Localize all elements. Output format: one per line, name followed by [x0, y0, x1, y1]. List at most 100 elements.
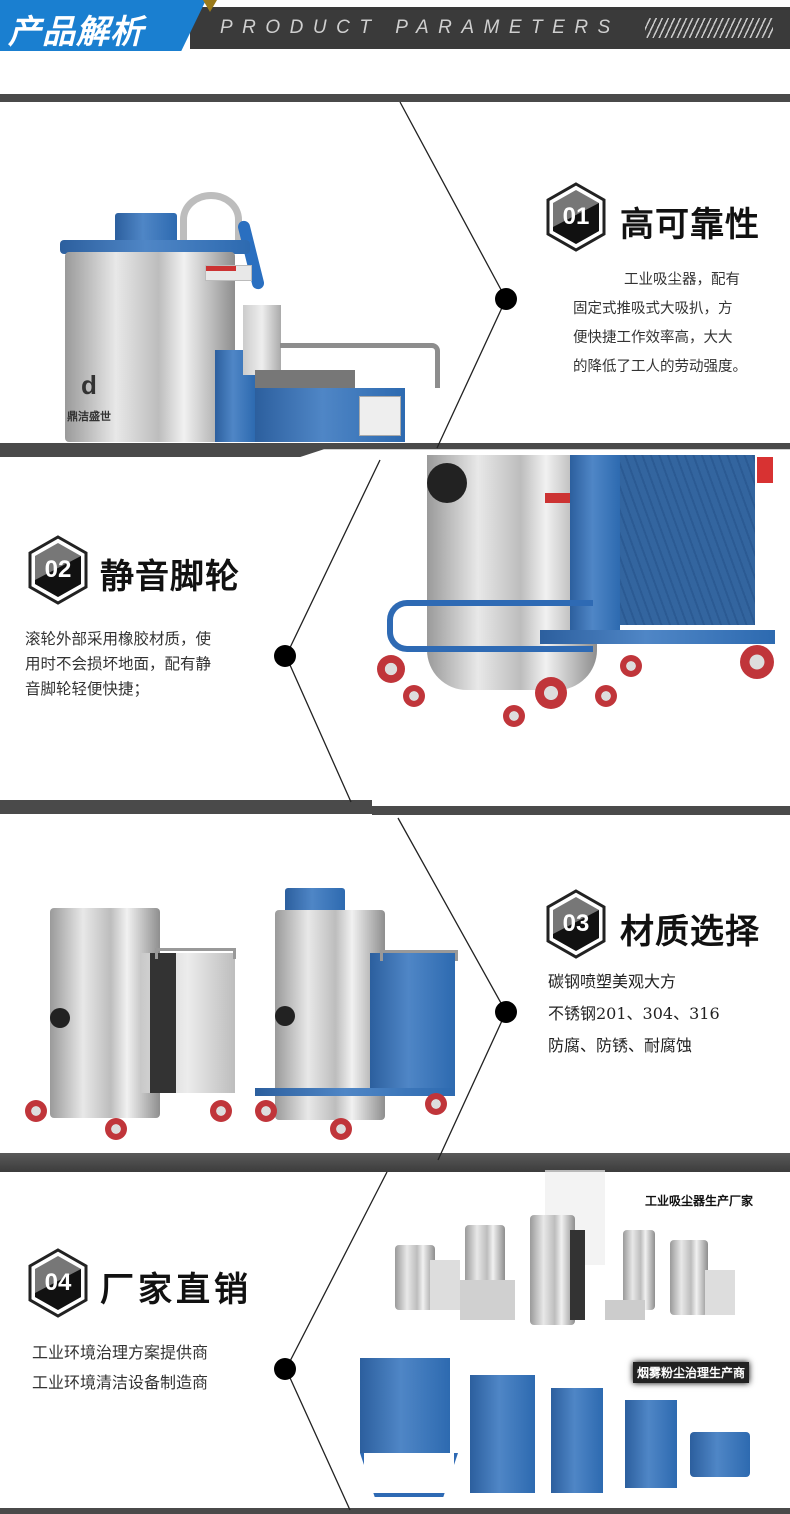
product-image-4: 工业吸尘器生产厂家 烟雾粉尘治理生产商	[355, 1170, 790, 1505]
warning-label	[205, 265, 252, 281]
tag-vacuum-manufacturer: 工业吸尘器生产厂家	[645, 1194, 754, 1208]
inlet-port	[275, 1006, 295, 1026]
desc-line: 工业吸尘器，配有	[624, 272, 740, 288]
divider-bar-5	[0, 1508, 790, 1514]
blue-handle	[387, 600, 593, 652]
desc-line: 滚轮外部采用橡胶材质，使	[25, 630, 212, 648]
badge-number: 03	[562, 910, 590, 937]
section-title-3: 材质选择	[620, 912, 760, 952]
desc-line: 固定式推吸式大吸扒，方	[573, 301, 733, 317]
vacuum-unit	[395, 1245, 435, 1310]
section-desc-1: 工业吸尘器，配有 固定式推吸式大吸扒，方 便快捷工作效率高，大大 的降低了工人的…	[573, 266, 773, 382]
timeline-dot-1	[495, 288, 517, 310]
caster-wheel	[105, 1118, 127, 1140]
tag-dust-manufacturer: 烟雾粉尘治理生产商	[633, 1362, 750, 1383]
vacuum-unit	[465, 1225, 505, 1285]
section-desc-4: 工业环境治理方案提供商 工业环境清洁设备制造商	[32, 1338, 262, 1398]
desc-line: 不锈钢201、304、316	[548, 1004, 720, 1023]
desc-line: 用时不会损坏地面，配有静	[25, 655, 212, 673]
motor-housing	[255, 388, 405, 442]
dust-collector-large	[360, 1358, 450, 1453]
dust-collector	[551, 1388, 603, 1493]
badge-number: 01	[562, 203, 590, 230]
blue-base	[255, 1088, 455, 1096]
inlet-port	[50, 1008, 70, 1028]
filter-tube	[243, 305, 281, 375]
divider-bar-4	[0, 1153, 790, 1172]
section-title-2: 静音脚轮	[100, 557, 240, 597]
section-title-1: 高可靠性	[620, 205, 760, 245]
warning-label	[545, 493, 575, 503]
red-switch	[757, 457, 773, 483]
caster-wheel	[403, 685, 425, 707]
badge-01: 01	[545, 182, 607, 252]
caster-wheel	[503, 705, 525, 727]
caster-wheel	[210, 1100, 232, 1122]
stainless-cabinet	[140, 953, 235, 1093]
desc-line: 碳钢喷塑美观大方	[548, 972, 677, 991]
divider-bar-3a	[0, 800, 372, 814]
push-handle	[155, 948, 236, 959]
header-hatch-decoration	[645, 18, 773, 38]
blue-base	[540, 630, 775, 644]
caster-wheel	[377, 655, 405, 683]
caster-wheel	[425, 1093, 447, 1115]
collector-stand	[360, 1453, 458, 1497]
caster-wheel	[330, 1118, 352, 1140]
caster-wheel	[535, 677, 567, 709]
badge-02: 02	[27, 535, 89, 605]
timeline-dot-2	[274, 645, 296, 667]
badge-04: 04	[27, 1248, 89, 1318]
desc-line: 的降低了工人的劳动强度。	[573, 359, 747, 375]
caster-wheel	[595, 685, 617, 707]
caster-wheel	[255, 1100, 277, 1122]
badge-number: 02	[44, 556, 72, 583]
badge-number: 04	[44, 1269, 72, 1296]
vacuum-base	[605, 1300, 645, 1320]
divider-bar-3b	[372, 806, 790, 815]
section-title-4: 厂家直销	[100, 1270, 252, 1310]
motor-head	[115, 213, 177, 243]
desc-line: 工业环境清洁设备制造商	[32, 1373, 209, 1392]
divider-bar-1	[0, 94, 790, 102]
stainless-barrel	[65, 252, 235, 442]
timeline-dot-3	[495, 1001, 517, 1023]
hose-pipe	[180, 192, 242, 247]
blue-lid	[60, 240, 250, 254]
header-title-cn: 产品解析	[8, 12, 144, 51]
desc-line: 便快捷工作效率高，大大	[573, 330, 733, 346]
desc-line: 音脚轮轻便快捷；	[25, 680, 150, 698]
section-desc-2: 滚轮外部采用橡胶材质，使 用时不会损坏地面，配有静 音脚轮轻便快捷；	[25, 627, 255, 702]
product-image-2	[375, 455, 790, 735]
timeline-dot-4	[274, 1358, 296, 1380]
desc-line: 工业环境治理方案提供商	[32, 1343, 209, 1362]
dust-collector	[470, 1375, 535, 1493]
blue-cabinet	[370, 953, 455, 1093]
product-image-3	[25, 878, 465, 1143]
inlet-port	[427, 463, 467, 503]
desc-line: 防腐、防锈、耐腐蚀	[548, 1036, 693, 1055]
vacuum-unit	[670, 1240, 708, 1315]
brand-name: 鼎洁盛世	[67, 410, 111, 423]
vacuum-unit	[530, 1215, 575, 1325]
brand-logo: d	[81, 370, 97, 400]
caster-wheel	[620, 655, 642, 677]
header-blue-banner	[0, 0, 206, 51]
push-handle	[380, 950, 458, 961]
push-handle	[280, 343, 440, 388]
header-title-en: PRODUCT PARAMETERS	[220, 17, 620, 38]
motor-cover	[255, 370, 355, 390]
caster-wheel	[25, 1100, 47, 1122]
vacuum-unit	[623, 1230, 655, 1310]
vacuum-base	[460, 1280, 515, 1320]
vacuum-cabinet	[705, 1270, 735, 1315]
dust-collector-small	[690, 1432, 750, 1477]
product-image-1: d 鼎洁盛世	[55, 180, 440, 442]
motor-cabinet	[620, 455, 755, 625]
caster-wheel	[740, 645, 774, 679]
section-desc-3: 碳钢喷塑美观大方 不锈钢201、304、316 防腐、防锈、耐腐蚀	[548, 966, 788, 1062]
vacuum-cabinet	[570, 1230, 585, 1320]
vacuum-cabinet	[430, 1260, 460, 1310]
badge-03: 03	[545, 889, 607, 959]
dust-collector	[625, 1400, 677, 1488]
